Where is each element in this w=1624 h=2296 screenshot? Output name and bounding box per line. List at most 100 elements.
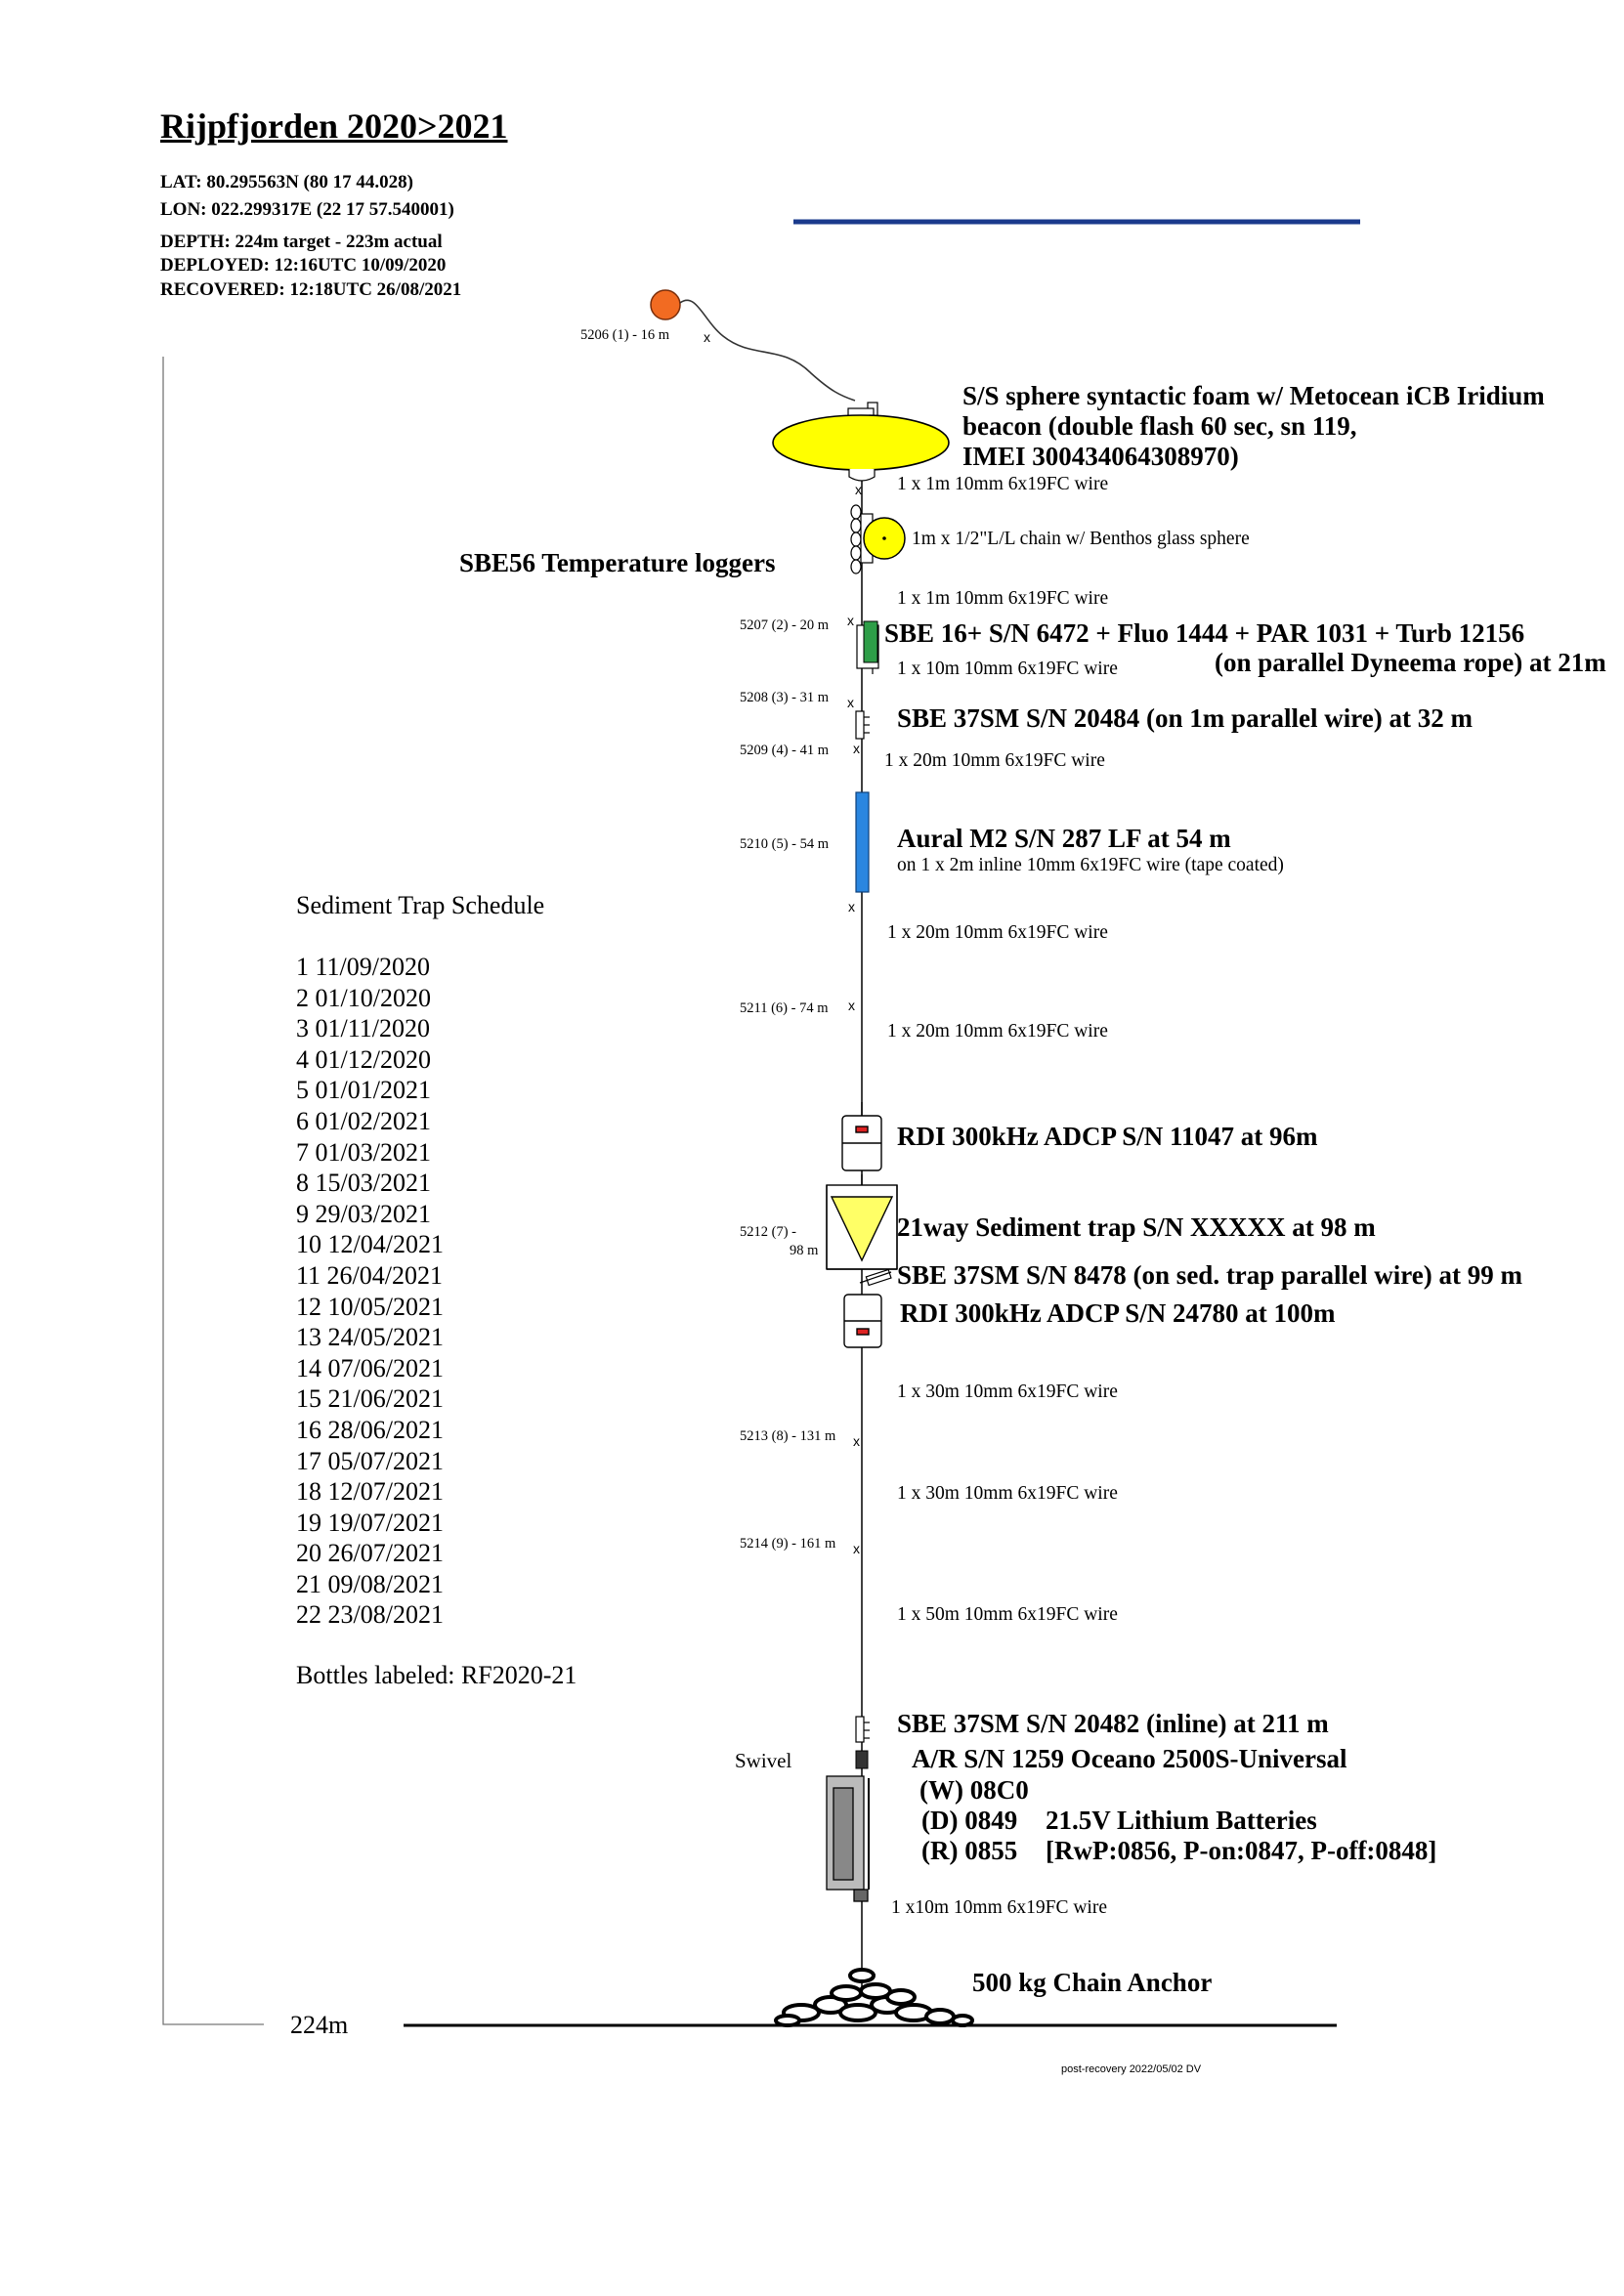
schedule-row: 5 01/01/2021 [296,1076,431,1105]
wire-label-3: 1 x 10m 10mm 6x19FC wire [897,659,1118,679]
chain-anchor-icon [774,1968,974,2027]
revision-credit: post-recovery 2022/05/02 DV [1061,2063,1202,2075]
schedule-row: 2 01/10/2020 [296,983,431,1012]
schedule-title: Sediment Trap Schedule [296,891,545,919]
schedule-row: 3 01/11/2020 [296,1014,430,1043]
release-codes-label: [RwP:0856, P-on:0847, P-off:0848] [1046,1836,1437,1865]
release-label-line-4: (R) 0855 [921,1836,1018,1865]
aural-wire-label: on 1 x 2m inline 10mm 6x19FC wire (tape … [897,855,1284,875]
chain-icon [850,504,862,574]
schedule-row: 1 11/09/2020 [296,953,430,981]
x-mark-161m: x [853,1541,860,1556]
depth-marker-4: 5209 (4) - 41 m [740,743,830,758]
sediment-trap-icon [826,1174,898,1270]
wire-label-7: 1 x 30m 10mm 6x19FC wire [897,1382,1118,1402]
schedule-row: 7 01/03/2021 [296,1137,431,1167]
depth-marker-1: 5206 (1) - 16 m [580,327,670,343]
sbe37-8478-label: SBE 37SM S/N 8478 (on sed. trap parallel… [897,1260,1522,1290]
x-mark-aural: x [848,899,855,914]
schedule-row: 13 24/05/2021 [296,1323,444,1352]
release-battery-label: 21.5V Lithium Batteries [1046,1806,1317,1835]
syntactic-sphere-icon [772,414,950,471]
depth-marker-3: 5208 (3) - 31 m [740,690,830,705]
schedule-row: 22 23/08/2021 [296,1600,444,1630]
schedule-row: 11 26/04/2021 [296,1260,443,1290]
sphere-label-line-1: S/S sphere syntactic foam w/ Metocean iC… [962,381,1545,410]
buoy-tether [679,299,856,402]
schedule-row: 10 12/04/2021 [296,1230,444,1259]
dyneema-label: (on parallel Dyneema rope) at 21m [1215,648,1606,677]
schedule-row: 21 09/08/2021 [296,1569,444,1598]
schedule-row: 9 29/03/2021 [296,1199,431,1228]
wire-label-1: 1 x 1m 10mm 6x19FC wire [897,474,1109,494]
depth-marker-7-value: 98 m [790,1243,819,1258]
depth-marker-2: 5207 (2) - 20 m [740,617,830,633]
sphere-label: S/S sphere syntactic foam w/ Metocean iC… [962,381,1545,472]
depth-text: DEPTH: 224m target - 223m actual [160,232,443,252]
surface-buoy-icon [650,289,681,320]
wire-label-10: 1 x10m 10mm 6x19FC wire [891,1897,1108,1918]
sbe56-label: SBE56 Temperature loggers [459,548,776,577]
release-label-line-3: (D) 0849 [921,1806,1018,1835]
wire-label-4: 1 x 20m 10mm 6x19FC wire [884,750,1105,771]
adcp-24780-icon [843,1294,882,1348]
depth-marker-6: 5211 (6) - 74 m [740,1000,829,1016]
depth-marker-5: 5210 (5) - 54 m [740,836,830,852]
adcp-11047-icon [841,1102,882,1171]
adcp-24780-label: RDI 300kHz ADCP S/N 24780 at 100m [900,1298,1336,1328]
sphere-label-line-3: IMEI 300434064308970) [962,442,1239,471]
depth-marker-7: 5212 (7) - [740,1224,796,1240]
sbe37-20482-icon [855,1716,870,1743]
shackle-x-mark: x [855,482,862,497]
sbe16-icon [863,620,878,663]
longitude-text: LON: 022.299317E (22 17 57.540001) [160,199,454,220]
sediment-trap-label: 21way Sediment trap S/N XXXXX at 98 m [897,1212,1376,1242]
x-mark-131m: x [853,1433,860,1449]
sbe37-20484-icon [855,710,870,740]
wire-label-6: 1 x 20m 10mm 6x19FC wire [887,1021,1108,1042]
sbe37-20482-label: SBE 37SM S/N 20482 (inline) at 211 m [897,1709,1329,1738]
swivel-icon [855,1750,869,1769]
aural-label: Aural M2 S/N 287 LF at 54 m [897,824,1231,853]
schedule-row: 20 26/07/2021 [296,1539,444,1568]
anchor-label: 500 kg Chain Anchor [972,1968,1213,1997]
sbe16-label: SBE 16+ S/N 6472 + Fluo 1444 + PAR 1031 … [884,618,1525,648]
chain-label: 1m x 1/2"L/L chain w/ Benthos glass sphe… [912,529,1250,549]
depth-marker-9: 5214 (9) - 161 m [740,1536,836,1552]
deployed-text: DEPLOYED: 12:16UTC 10/09/2020 [160,255,447,276]
schedule-row: 18 12/07/2021 [296,1477,444,1507]
depth-marker-8: 5213 (8) - 131 m [740,1428,836,1444]
page-title: Rijpfjorden 2020>2021 [160,106,508,146]
x-mark-31m: x [847,695,854,710]
sbe37-20484-label: SBE 37SM S/N 20484 (on 1m parallel wire)… [897,703,1473,733]
x-mark-41m: x [853,741,860,756]
release-label-line-1: A/R S/N 1259 Oceano 2500S-Universal [912,1744,1347,1773]
schedule-list: 1 11/09/2020 2 01/10/2020 3 01/11/2020 4… [296,952,444,1631]
schedule-row: 12 10/05/2021 [296,1292,444,1321]
swivel-label: Swivel [735,1749,792,1772]
recovered-text: RECOVERED: 12:18UTC 26/08/2021 [160,279,462,300]
depth-scale-bracket [162,357,264,2025]
schedule-row: 4 01/12/2020 [296,1044,431,1074]
schedule-row: 16 28/06/2021 [296,1415,444,1444]
aural-hydrophone-icon [855,791,870,893]
wire-label-9: 1 x 50m 10mm 6x19FC wire [897,1604,1118,1625]
release-label-line-2: (W) 08C0 [919,1775,1029,1805]
latitude-text: LAT: 80.295563N (80 17 44.028) [160,172,413,192]
wire-label-2: 1 x 1m 10mm 6x19FC wire [897,588,1109,609]
sphere-label-line-2: beacon (double flash 60 sec, sn 119, [962,411,1357,441]
schedule-row: 14 07/06/2021 [296,1353,444,1382]
acoustic-release-icon [826,1775,870,1902]
schedule-row: 6 01/02/2021 [296,1106,431,1135]
glass-sphere-dot [882,536,886,540]
schedule-row: 8 15/03/2021 [296,1169,431,1198]
x-mark-20m: x [847,613,854,628]
bottles-label: Bottles labeled: RF2020-21 [296,1661,577,1689]
sbe37-8478-icon [859,1268,892,1287]
tether-x-mark: x [704,329,710,345]
sphere-bottom-shackle [848,469,876,482]
schedule-row: 15 21/06/2021 [296,1384,444,1414]
bottom-depth-label: 224m [290,2011,349,2039]
schedule-row: 17 05/07/2021 [296,1446,444,1475]
